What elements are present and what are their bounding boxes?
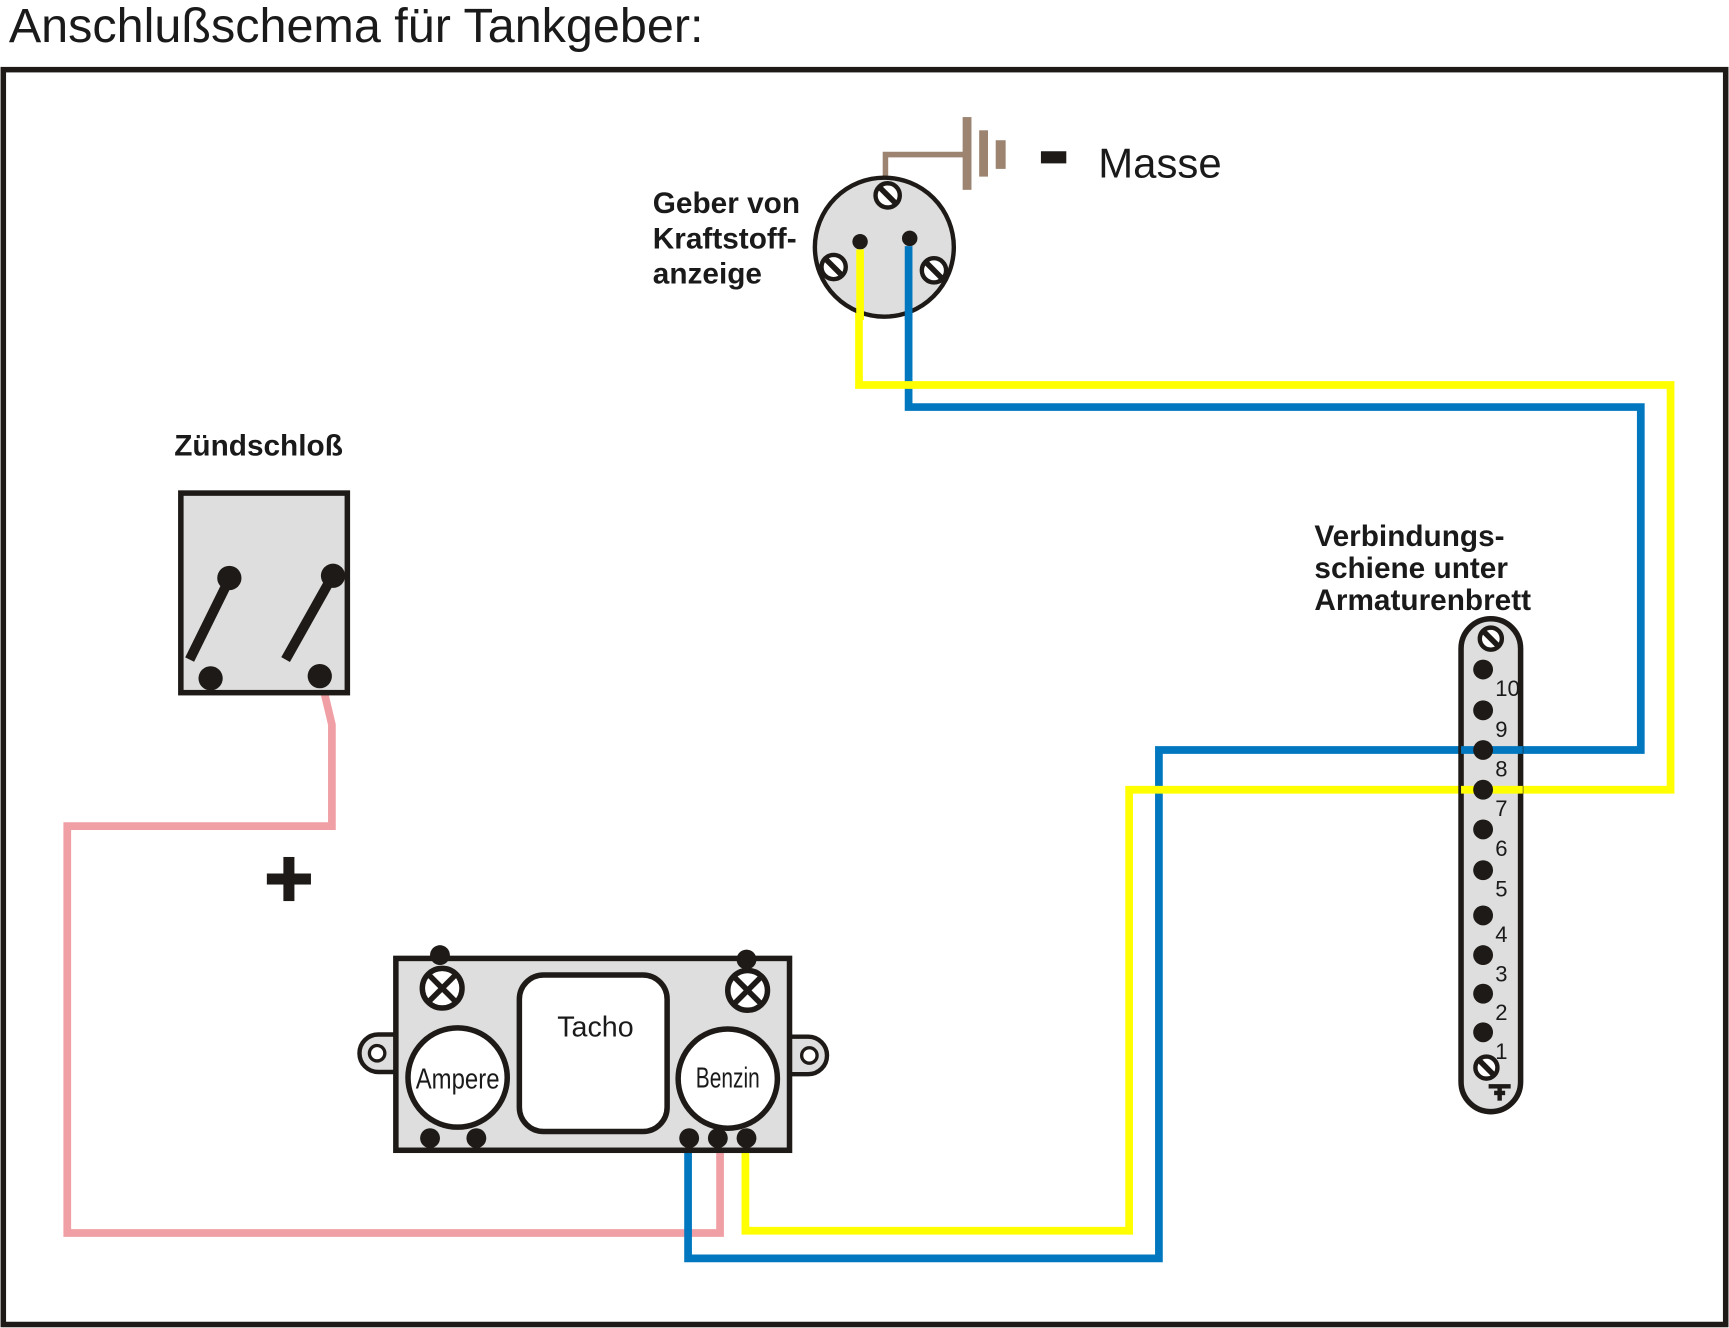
terminal-icon (852, 233, 868, 250)
benzin-gauge (675, 1026, 781, 1131)
terminal-icon (901, 230, 918, 247)
ground-label: Masse (1098, 140, 1221, 187)
ampere-gauge (405, 1025, 510, 1130)
bus-terminal-number: 2 (1495, 1000, 1507, 1025)
mount-ear-left (357, 1032, 400, 1075)
wire-yellow-lower (741, 785, 1484, 1235)
bus-terminal-2 (1473, 983, 1494, 1004)
bus-terminal-6 (1473, 819, 1494, 840)
minus-icon (1040, 151, 1067, 164)
bus-terminal-number: 10 (1495, 676, 1520, 701)
screw-icon (1477, 625, 1505, 652)
wire-blue-upper (904, 240, 1645, 754)
bus-terminal-7 (1473, 779, 1494, 800)
bus-terminal-4 (1473, 905, 1494, 926)
mount-ear-right (787, 1034, 830, 1077)
plus-icon (266, 856, 311, 902)
lamp-icon (419, 965, 465, 1011)
busbar-label-line2: schiene unter (1314, 552, 1508, 585)
screw-icon (819, 252, 848, 282)
bus-terminal-number: 7 (1495, 796, 1507, 821)
bus-terminal-number: 6 (1495, 836, 1507, 861)
fuel-sender (812, 117, 1006, 320)
sender-label-line1: Geber von (653, 187, 800, 220)
wire-yellow-upper (855, 242, 1675, 794)
ground-wire (882, 151, 969, 184)
bus-terminal-5 (1473, 860, 1494, 881)
bus-terminals: 10 9 8 7 6 5 4 3 2 1 (1473, 659, 1520, 1064)
bus-terminal-number: 8 (1495, 756, 1507, 781)
wire-blue-lower (684, 746, 1484, 1263)
bus-terminal-number: 5 (1495, 877, 1507, 902)
bus-terminal-10 (1473, 659, 1494, 680)
sender-label-line2: Kraftstoff- (653, 222, 797, 255)
tacho-gauge (516, 972, 670, 1135)
bus-terminal-number: 1 (1495, 1039, 1507, 1064)
wire-pink (63, 677, 724, 1237)
ignition-label: Zündschloß (174, 430, 343, 463)
screw-icon (1473, 1054, 1500, 1081)
benzin-label: Benzin (696, 1062, 760, 1094)
ground-icon (1488, 1084, 1511, 1101)
busbar-label-line1: Verbindungs- (1314, 520, 1504, 553)
sender-label-line3: anzeige (653, 258, 762, 291)
bus-terminal-number: 4 (1495, 922, 1507, 947)
ampere-label: Ampere (416, 1064, 500, 1096)
bus-terminal-8 (1473, 740, 1494, 760)
bus-terminal-3 (1473, 945, 1494, 966)
bus-terminal-number: 9 (1495, 717, 1507, 742)
diagram-frame (0, 66, 1729, 1328)
tacho-label: Tacho (557, 1012, 633, 1044)
bus-terminal-9 (1473, 700, 1494, 721)
screw-icon (919, 256, 949, 285)
bus-terminal-1 (1473, 1022, 1494, 1043)
bus-terminal-number: 3 (1495, 962, 1507, 987)
instrument-cluster (357, 945, 830, 1154)
diagram-title: Anschlußschema für Tankgeber: (9, 0, 704, 53)
busbar-label-line3: Armaturenbrett (1314, 584, 1531, 617)
screw-icon (873, 181, 902, 210)
ignition-switch (178, 490, 351, 696)
ground-icon (962, 117, 1006, 190)
lamp-icon (725, 967, 771, 1013)
